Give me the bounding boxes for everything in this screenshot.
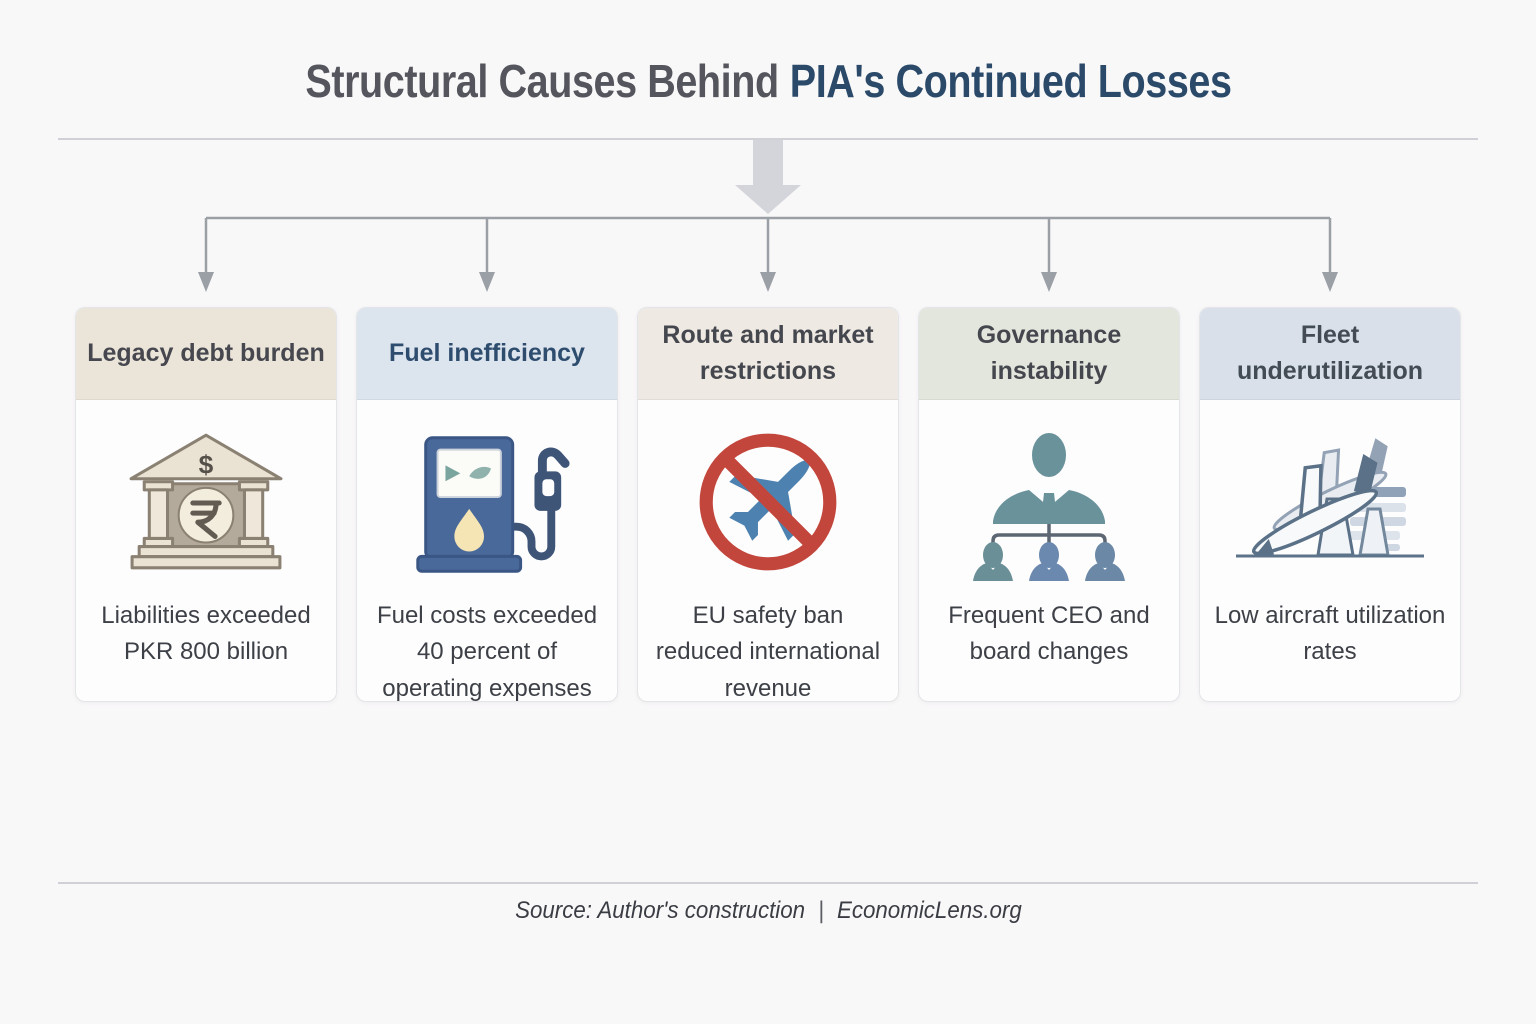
card-body: $ Liabilities exceeded PKR 800 billion [76,400,336,701]
card-header: Route and market restrictions [638,308,898,400]
card-header: Fleet underutilization [1200,308,1460,400]
card-title: Fleet underutilization [1236,321,1424,385]
bank-icon: $ [125,414,287,590]
svg-text:$: $ [199,450,214,480]
card-description: Fuel costs exceeded 40 percent of operat… [376,602,598,702]
top-divider [58,138,1478,140]
card-title: Route and market restrictions [662,321,874,385]
title-prefix: Structural Causes Behind [304,55,779,107]
card-description: Liabilities exceeded PKR 800 billion [101,602,311,666]
card-title: Fuel inefficiency [389,338,585,367]
source-line: Source: Author's construction | EconomicLe… [0,897,1536,925]
source-separator: | [817,897,824,924]
card-description: EU safety ban reduced international reve… [655,602,881,702]
down-arrow-icon [735,140,801,214]
cause-card-route-restrictions: Route and market restrictions EU safety … [637,307,899,702]
source-text: Source: Author's construction [514,897,805,924]
card-body: Low aircraft utilization rates [1200,400,1460,701]
card-body: Frequent CEO and board changes [919,400,1179,701]
card-header: Legacy debt burden [76,308,336,400]
card-title: Legacy debt burden [87,338,325,367]
card-body: EU safety ban reduced international reve… [638,400,898,707]
grounded-planes-icon [1230,414,1430,590]
source-site: EconomicLens.org [836,897,1022,924]
card-title: Governance instability [976,321,1122,385]
no-fly-icon [692,414,844,590]
card-header: Fuel inefficiency [357,308,617,400]
fuel-pump-icon [398,414,576,590]
cause-card-legacy-debt: Legacy debt burden [75,307,337,702]
bottom-divider [58,882,1478,884]
card-body: Fuel costs exceeded 40 percent of operat… [357,400,617,707]
title-highlight: PIA's Continued Losses [789,55,1232,107]
card-description: Frequent CEO and board changes [948,602,1150,666]
card-description: Low aircraft utilization rates [1214,602,1446,666]
cause-card-fuel-inefficiency: Fuel inefficiency [356,307,618,702]
card-header: Governance instability [919,308,1179,400]
cause-card-fleet-underutilization: Fleet underutilization [1199,307,1461,702]
org-chart-icon [959,414,1139,590]
cause-cards-row: Legacy debt burden [75,307,1461,702]
cause-card-governance-instability: Governance instability [918,307,1180,702]
